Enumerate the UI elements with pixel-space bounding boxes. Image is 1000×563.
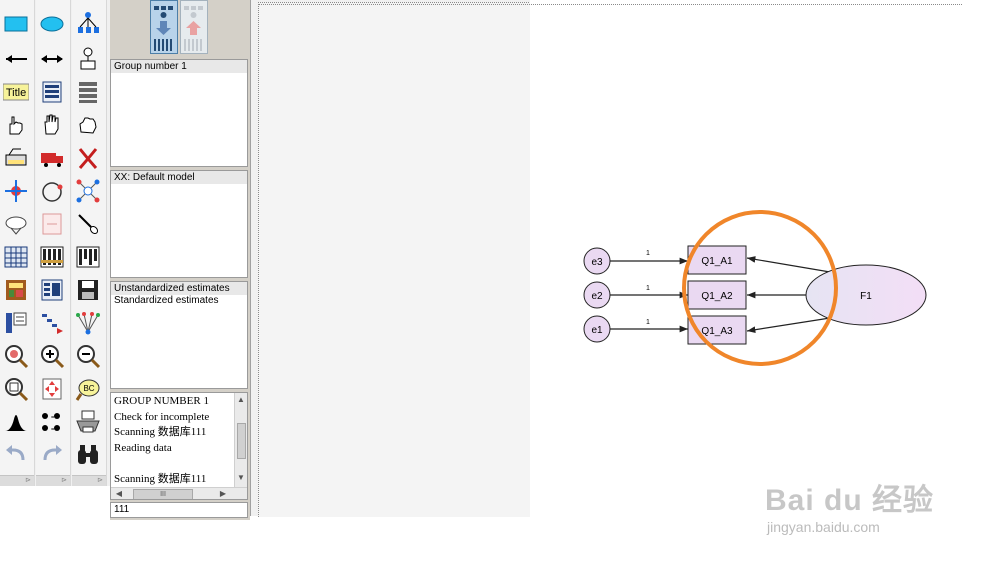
redo-icon[interactable] <box>37 440 67 470</box>
indicator-icon[interactable] <box>73 9 103 39</box>
message-line: Scanning 数据库111 <box>114 472 207 485</box>
binoculars-icon[interactable] <box>73 440 103 470</box>
page-border-top <box>258 4 962 5</box>
brush-icon[interactable] <box>73 209 103 239</box>
dataset-list-icon[interactable] <box>73 77 103 107</box>
magnify-custom-icon[interactable] <box>1 341 31 371</box>
fit-page-icon[interactable] <box>37 374 67 404</box>
table-grid-icon[interactable] <box>1 242 31 272</box>
copy-page-icon[interactable] <box>1 374 31 404</box>
printer-icon[interactable] <box>73 407 103 437</box>
baidu-watermark: Bai du 经验 jingyan.baidu.com <box>765 475 955 545</box>
input-diagram-icon <box>154 6 173 51</box>
view-output-path-diagram-button[interactable] <box>180 0 208 54</box>
list-view-icon[interactable] <box>37 275 67 305</box>
toolbox: Title ⊳ <box>0 0 110 486</box>
group-item[interactable]: Group number 1 <box>111 60 247 73</box>
toolbox-column-2: == ⊳ <box>36 0 71 486</box>
svg-text:BC: BC <box>83 384 94 393</box>
data-table-icon[interactable] <box>37 242 67 272</box>
message-line: Scanning 数据库111 <box>114 426 207 438</box>
reflect-icon[interactable] <box>37 209 67 239</box>
compare-models-icon[interactable]: == <box>37 407 67 437</box>
estimates-standardized-item[interactable]: Standardized estimates <box>114 295 219 306</box>
messages-list: GROUP NUMBER 1 Check for incomplete Scan… <box>111 393 235 487</box>
title-icon[interactable]: Title <box>1 77 31 107</box>
message-line <box>111 456 235 472</box>
message-line: Reading data <box>114 441 172 454</box>
groups-panel: Group number 1 <box>110 59 248 167</box>
toolbox-column-3: BC ⊳ <box>72 0 107 486</box>
drawing-area-page[interactable] <box>258 2 531 517</box>
messages-horizontal-scrollbar[interactable]: ◀ III ▶ <box>111 487 247 499</box>
unique-variable-icon[interactable] <box>73 44 103 74</box>
scroll-right-arrow-icon[interactable]: ▶ <box>219 489 227 498</box>
message-line: Check for incomplete <box>114 410 210 423</box>
svg-text:Title: Title <box>6 87 26 99</box>
undo-icon[interactable] <box>1 440 31 470</box>
double-arrow-icon[interactable] <box>37 44 67 74</box>
watermark-logo: Bai du 经验 <box>765 484 935 517</box>
hand-open-icon[interactable] <box>37 110 67 140</box>
ellipse-outline-icon[interactable] <box>1 209 31 239</box>
message-line: GROUP NUMBER 1 <box>114 395 209 407</box>
histogram-icon[interactable] <box>1 407 31 437</box>
move-node-icon[interactable] <box>1 176 31 206</box>
bars-icon[interactable] <box>73 242 103 272</box>
estimates-panel: Unstandardized estimates Standardized es… <box>110 281 248 389</box>
ellipse-icon[interactable] <box>37 9 67 39</box>
single-arrow-icon[interactable] <box>1 44 31 74</box>
models-panel: XX: Default model <box>110 170 248 278</box>
messages-panel: GROUP NUMBER 1 Check for incomplete Scan… <box>110 392 248 500</box>
variable-list-icon[interactable] <box>37 77 67 107</box>
hand-grab-icon[interactable] <box>73 110 103 140</box>
toolbox-column-1: Title ⊳ <box>0 0 35 486</box>
zoom-out-icon[interactable] <box>73 341 103 371</box>
scroll-left-arrow-icon[interactable]: ◀ <box>115 489 123 498</box>
toolbox-column-2-footer: ⊳ <box>36 475 70 486</box>
svg-text:=: = <box>51 427 55 433</box>
toolbox-column-3-footer: ⊳ <box>72 475 106 486</box>
file-name-field: 111 <box>110 502 248 518</box>
model-item[interactable]: XX: Default model <box>111 171 247 184</box>
messages-vertical-thumb[interactable] <box>237 423 246 459</box>
output-diagram-icon <box>184 6 203 51</box>
view-input-path-diagram-button[interactable] <box>150 0 178 54</box>
fan-icon[interactable] <box>73 308 103 338</box>
calculate-icon[interactable] <box>1 275 31 305</box>
network-icon[interactable] <box>73 176 103 206</box>
toolbox-column-1-footer: ⊳ <box>0 475 34 486</box>
scroll-up-arrow-icon[interactable]: ▲ <box>237 395 245 404</box>
messages-horizontal-thumb[interactable]: III <box>133 489 193 499</box>
bcd-icon[interactable]: BC <box>73 374 103 404</box>
zoom-in-icon[interactable] <box>37 341 67 371</box>
svg-text:=: = <box>51 415 55 421</box>
hand-point-icon[interactable] <box>1 110 31 140</box>
scanner-icon[interactable] <box>1 143 31 173</box>
truck-icon[interactable] <box>37 143 67 173</box>
parameter-icon[interactable] <box>1 308 31 338</box>
rotate-icon[interactable] <box>37 176 67 206</box>
scroll-down-arrow-icon[interactable]: ▼ <box>237 473 245 482</box>
view-buttons <box>148 0 210 55</box>
delete-icon[interactable] <box>73 143 103 173</box>
rectangle-icon[interactable] <box>1 9 31 39</box>
reorder-icon[interactable] <box>37 308 67 338</box>
save-icon[interactable] <box>73 275 103 305</box>
watermark-url: jingyan.baidu.com <box>767 519 880 535</box>
estimates-unstandardized-item[interactable]: Unstandardized estimates <box>111 282 247 295</box>
messages-vertical-scrollbar[interactable]: ▲ ▼ <box>234 393 247 487</box>
